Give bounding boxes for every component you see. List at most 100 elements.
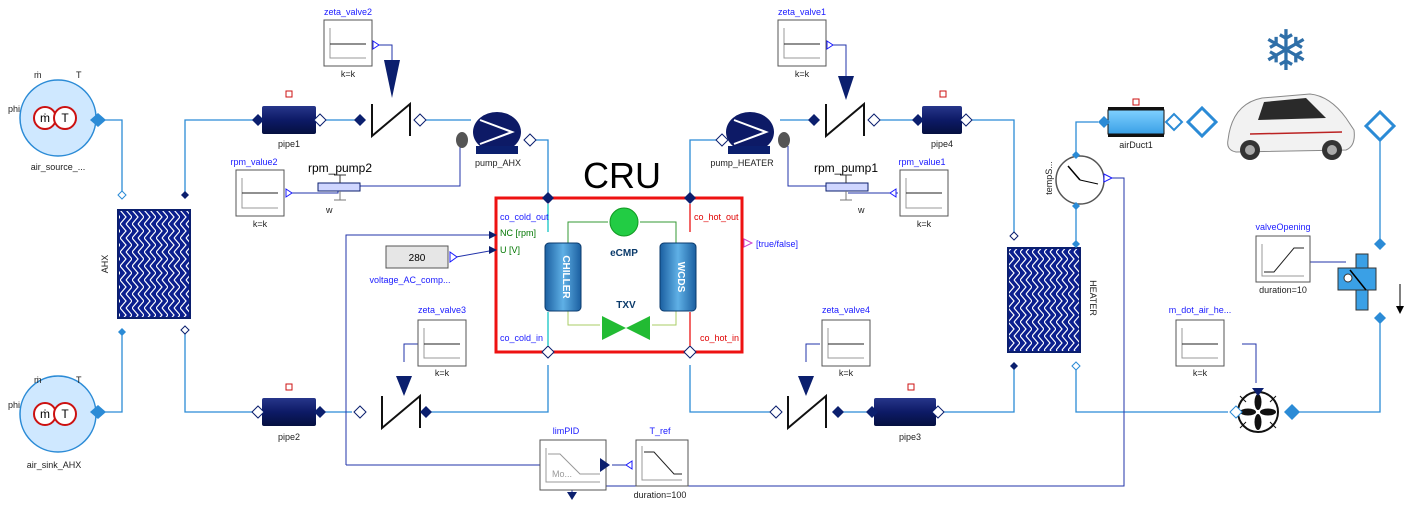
pipe4-label: pipe4: [931, 139, 953, 149]
valve-opening-block[interactable]: [1255, 235, 1311, 283]
rpm-value2-param: k=k: [253, 219, 268, 229]
zeta-valve4-param: k=k: [839, 368, 854, 378]
m-dot-air-param: k=k: [1193, 368, 1208, 378]
temp-sensor-label: tempS...: [1044, 161, 1054, 195]
zeta-valve1-param: k=k: [795, 69, 810, 79]
co-cold-out-label: co_cold_out: [500, 212, 549, 222]
pump-heater[interactable]: [715, 112, 790, 154]
ahx-label: AHX: [100, 255, 110, 274]
rpm-pump2-w: w: [325, 205, 333, 215]
car-icon: [1227, 93, 1355, 160]
zeta-valve2-label: zeta_valve2: [324, 7, 372, 17]
rpm-pump2[interactable]: [317, 174, 361, 201]
air-sink[interactable]: ṁ T: [19, 375, 106, 453]
zeta-valve1-block[interactable]: [777, 19, 834, 67]
zeta-valve3-label: zeta_valve3: [418, 305, 466, 315]
air-duct1[interactable]: [1098, 98, 1219, 139]
cru-title: CRU: [583, 155, 661, 196]
t-ref-block[interactable]: [625, 439, 689, 487]
rpm-value1-param: k=k: [917, 219, 932, 229]
rpm-value1-block[interactable]: [889, 169, 949, 217]
check-valve-top-right[interactable]: [808, 76, 881, 139]
zeta-valve4-label: zeta_valve4: [822, 305, 870, 315]
source-glyph-T: T: [61, 111, 69, 125]
source-phi-port: phi: [8, 104, 20, 114]
nc-rpm-label: NC [rpm]: [500, 228, 536, 238]
true-false-label: [true/false]: [756, 239, 798, 249]
co-cold-in-label: co_cold_in: [500, 333, 543, 343]
rpm-pump1[interactable]: [825, 174, 869, 201]
zeta-valve3-param: k=k: [435, 368, 450, 378]
source-glyph-m: ṁ: [40, 111, 50, 125]
pump-ahx[interactable]: [456, 112, 537, 154]
txv-label: TXV: [616, 300, 636, 311]
m-dot-air-block[interactable]: [1175, 319, 1225, 367]
fan-icon[interactable]: [1229, 388, 1300, 433]
limpid-block[interactable]: [539, 439, 610, 500]
pipe3-label: pipe3: [899, 432, 921, 442]
check-valve-top-left[interactable]: [354, 60, 427, 139]
voltage-value: 280: [409, 253, 426, 264]
outlet-port: [1363, 109, 1397, 143]
rpm-pump1-w: w: [857, 205, 865, 215]
sink-glyph-m: ṁ: [40, 407, 50, 421]
air-source[interactable]: ṁ T: [19, 79, 106, 157]
zeta-valve4-block[interactable]: [821, 319, 871, 367]
pipe4[interactable]: [912, 90, 973, 134]
pipe3[interactable]: [866, 383, 945, 426]
zeta-valve2-block[interactable]: [323, 19, 380, 67]
damper-valve[interactable]: [1337, 253, 1404, 314]
sink-m-port: ṁ: [34, 375, 42, 385]
wcds-label: WCDS: [675, 262, 686, 293]
co-hot-out-label: co_hot_out: [694, 212, 739, 222]
sink-t-port: T: [76, 375, 82, 385]
rpm-pump2-label: rpm_pump2: [308, 161, 372, 175]
ecmp-label: eCMP: [610, 248, 638, 259]
pump-heater-label: pump_HEATER: [710, 158, 774, 168]
m-dot-air-label: m_dot_air_he...: [1169, 305, 1232, 315]
rpm-value2-block[interactable]: [235, 169, 293, 217]
zeta-valve1-label: zeta_valve1: [778, 7, 826, 17]
t-ref-label: T_ref: [649, 426, 671, 436]
damper-port-bottom: [1374, 312, 1386, 324]
temperature-sensor-icon[interactable]: [1055, 151, 1114, 210]
limpid-label: limPID: [553, 426, 580, 436]
voltage-constant[interactable]: [385, 245, 458, 269]
pump-ahx-label: pump_AHX: [475, 158, 521, 168]
rpm-pump1-label: rpm_pump1: [814, 161, 878, 175]
source-m-port: ṁ: [34, 70, 42, 80]
air-source-label: air_source_...: [31, 162, 86, 172]
sink-phi-port: phi: [8, 400, 20, 410]
u-v-label: U [V]: [500, 245, 520, 255]
heater-label: HEATER: [1088, 280, 1098, 316]
cru-block[interactable]: [489, 192, 754, 359]
air-sink-label: air_sink_AHX: [27, 460, 82, 470]
rpm-value1-label: rpm_value1: [898, 157, 945, 167]
check-valve-bottom-right[interactable]: [769, 376, 844, 431]
sink-glyph-T: T: [61, 407, 69, 421]
valve-opening-param: duration=10: [1259, 285, 1307, 295]
ahx-heat-exchanger[interactable]: [117, 190, 191, 336]
heater-heat-exchanger[interactable]: [1007, 231, 1081, 371]
co-hot-in-label: co_hot_in: [700, 333, 739, 343]
pipe1-label: pipe1: [278, 139, 300, 149]
damper-port-top: [1374, 238, 1386, 250]
limpid-mode: Mo...: [552, 469, 572, 479]
rpm-value2-label: rpm_value2: [230, 157, 277, 167]
pipe2[interactable]: [251, 383, 326, 426]
source-t-port: T: [76, 70, 82, 80]
voltage-label: voltage_AC_comp...: [369, 275, 450, 285]
check-valve-bottom-left[interactable]: [353, 376, 432, 431]
snowflake-icon: ❄: [1263, 19, 1310, 82]
chiller-label: CHILLER: [560, 255, 571, 299]
t-ref-param: duration=100: [634, 490, 687, 500]
air-duct1-label: airDuct1: [1119, 140, 1153, 150]
pipe2-label: pipe2: [278, 432, 300, 442]
signal-connections: [290, 44, 1346, 496]
zeta-valve3-block[interactable]: [417, 319, 467, 367]
pipe1[interactable]: [252, 90, 327, 134]
zeta-valve2-param: k=k: [341, 69, 356, 79]
valve-opening-label: valveOpening: [1255, 222, 1310, 232]
